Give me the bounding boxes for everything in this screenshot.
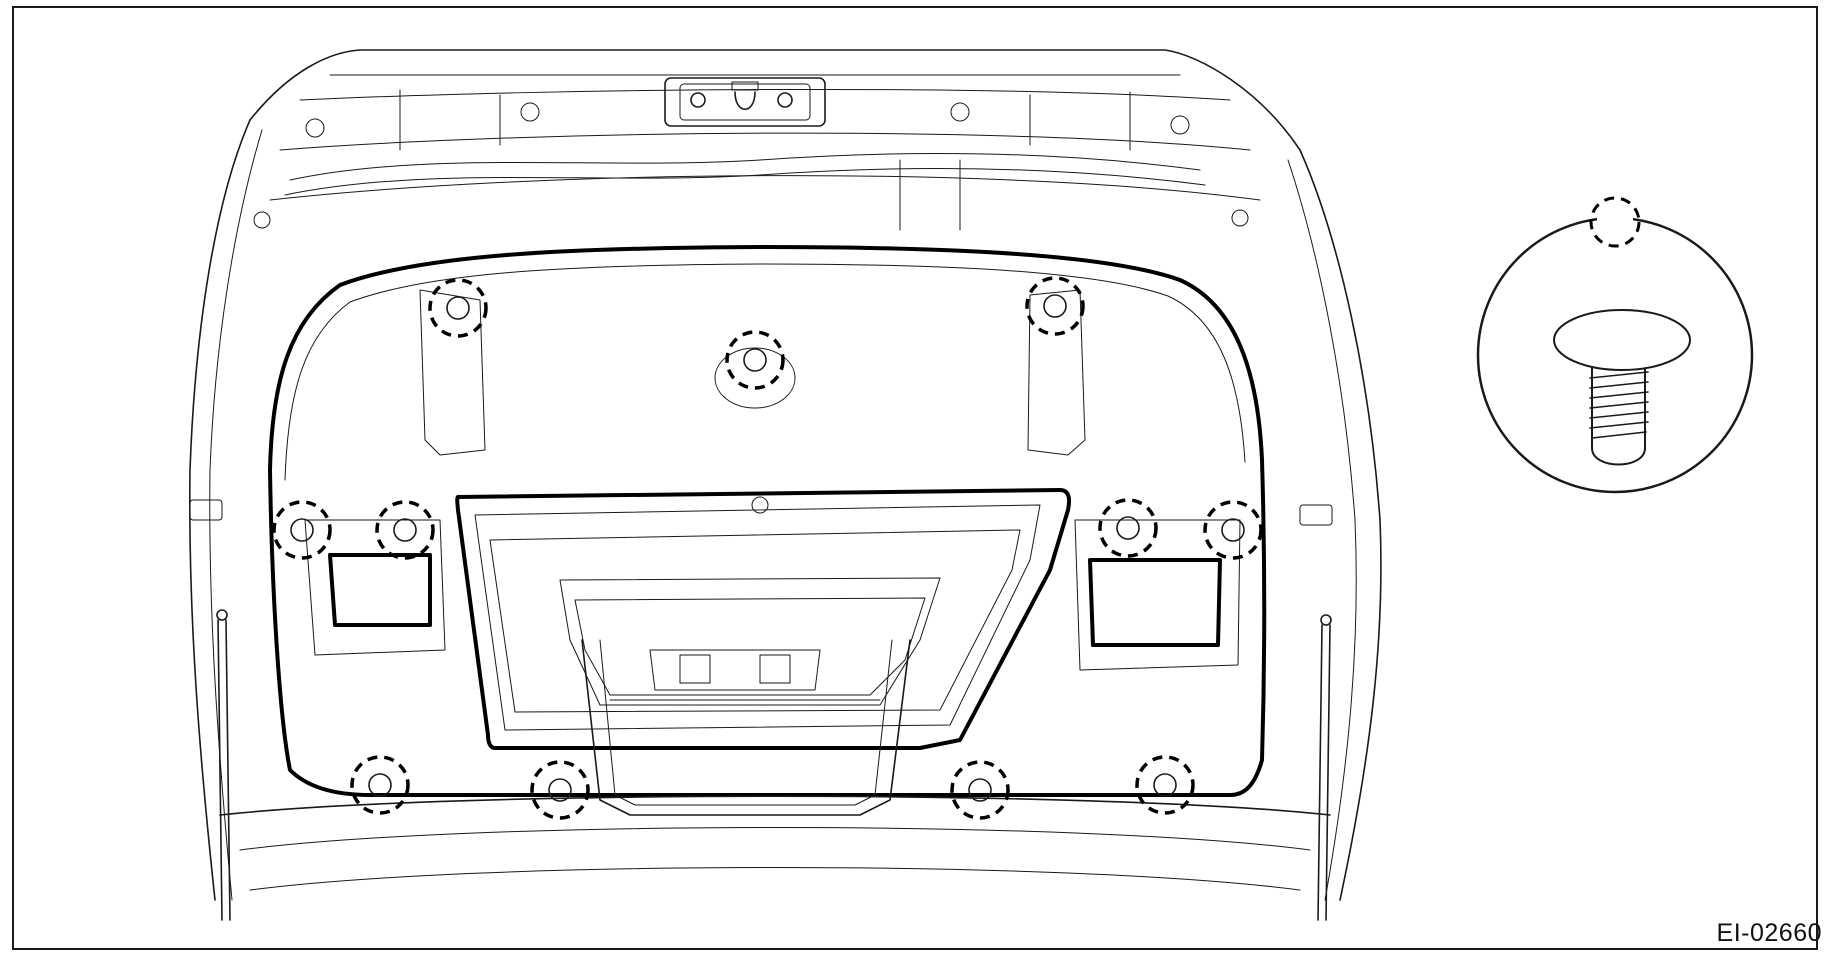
hood-latch bbox=[664, 77, 826, 127]
hood-stays bbox=[216, 609, 1332, 921]
center-opening bbox=[455, 488, 1071, 750]
clip-marker bbox=[950, 760, 1010, 820]
clip-detail bbox=[1476, 196, 1754, 494]
hood-holes bbox=[253, 102, 1249, 229]
hood-insulator bbox=[268, 245, 1267, 797]
clip-marker bbox=[1098, 498, 1158, 558]
clip-marker bbox=[375, 500, 435, 560]
hood-outline bbox=[189, 49, 1382, 901]
clip-marker bbox=[725, 330, 785, 390]
clip-marker bbox=[428, 278, 488, 338]
clip-marker bbox=[1025, 276, 1085, 336]
figure-code: EI-02660 bbox=[1716, 919, 1822, 947]
side-tabs bbox=[189, 499, 1333, 526]
clip-marker bbox=[350, 755, 410, 815]
lower-frame bbox=[219, 639, 1331, 891]
clip-marker bbox=[1203, 500, 1263, 560]
clip-marker bbox=[530, 760, 590, 820]
figure-frame bbox=[12, 6, 1818, 950]
clip-marker bbox=[272, 500, 332, 560]
clip-markers bbox=[272, 276, 1263, 820]
clip-marker bbox=[1135, 755, 1195, 815]
